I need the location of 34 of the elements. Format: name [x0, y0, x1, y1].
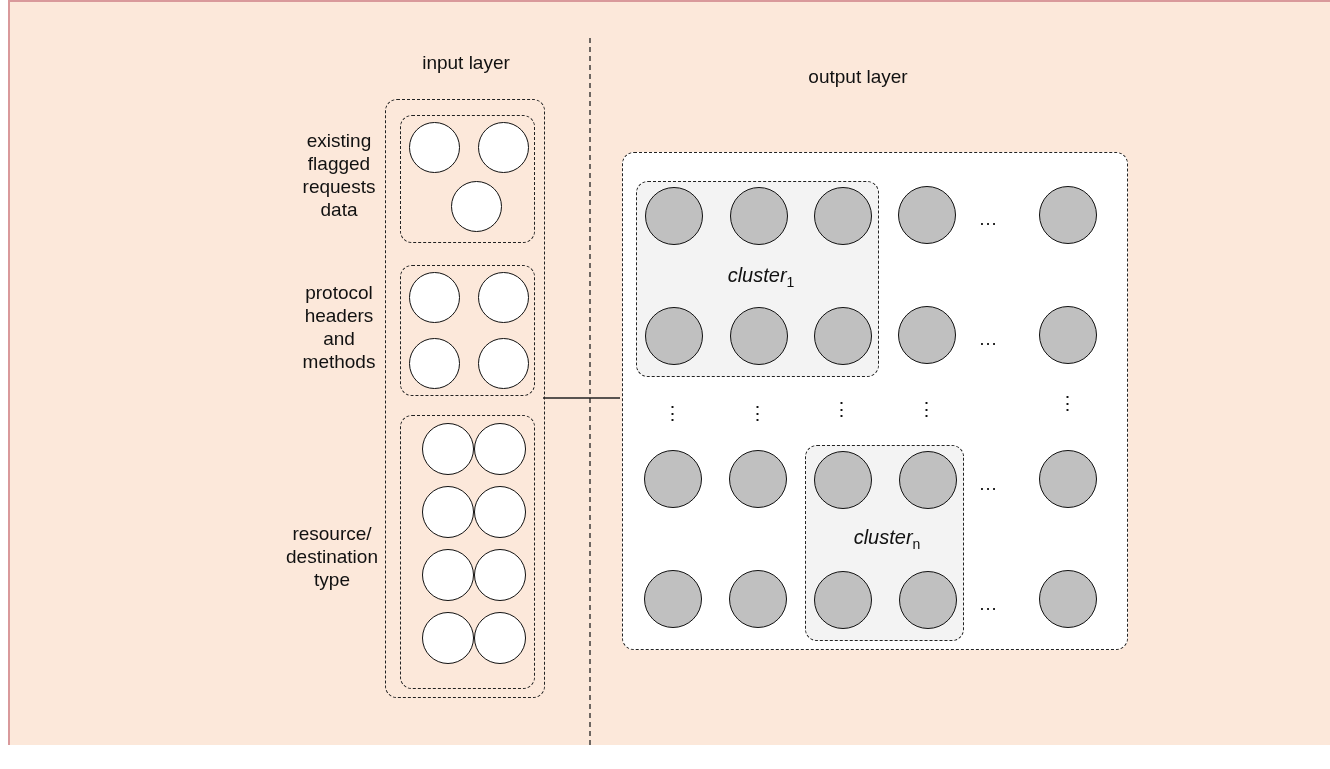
- layer-title: output layer: [807, 65, 909, 88]
- neuron-circle: [474, 612, 526, 664]
- cluster-label: cluster$_{n}$: [852, 526, 922, 554]
- neuron-circle: [474, 423, 526, 475]
- neuron-circle: [478, 338, 529, 389]
- neuron-circle: [422, 612, 474, 664]
- neuron-circle: [474, 486, 526, 538]
- cluster-box: [636, 181, 879, 377]
- ellipsis: …: [977, 207, 999, 230]
- vertical-ellipsis: ⋮: [830, 398, 852, 421]
- layer-title: input layer: [421, 51, 511, 74]
- vertical-ellipsis: ⋮: [746, 402, 768, 425]
- neuron-circle: [422, 549, 474, 601]
- neuron-circle: [478, 122, 529, 173]
- connector-line: [542, 397, 621, 399]
- group-label: existing flagged requests data: [301, 129, 377, 221]
- neuron-circle: [422, 423, 474, 475]
- vertical-ellipsis: ⋮: [661, 402, 683, 425]
- ellipsis: …: [977, 592, 999, 615]
- cluster-label: cluster$_{1}$: [726, 264, 796, 292]
- group-label: resource/ destination type: [285, 522, 379, 591]
- neuron-circle: [409, 272, 460, 323]
- vertical-ellipsis: ⋮: [915, 398, 937, 421]
- neuron-circle: [422, 486, 474, 538]
- cluster-box: [805, 445, 964, 641]
- neuron-circle: [474, 549, 526, 601]
- neuron-circle: [451, 181, 502, 232]
- neuron-circle: [478, 272, 529, 323]
- neuron-circle: [409, 122, 460, 173]
- ellipsis: …: [977, 472, 999, 495]
- group-label: protocol headers and methods: [301, 281, 377, 373]
- ellipsis: …: [977, 327, 999, 350]
- neuron-circle: [409, 338, 460, 389]
- vertical-ellipsis: ⋮: [1056, 392, 1078, 415]
